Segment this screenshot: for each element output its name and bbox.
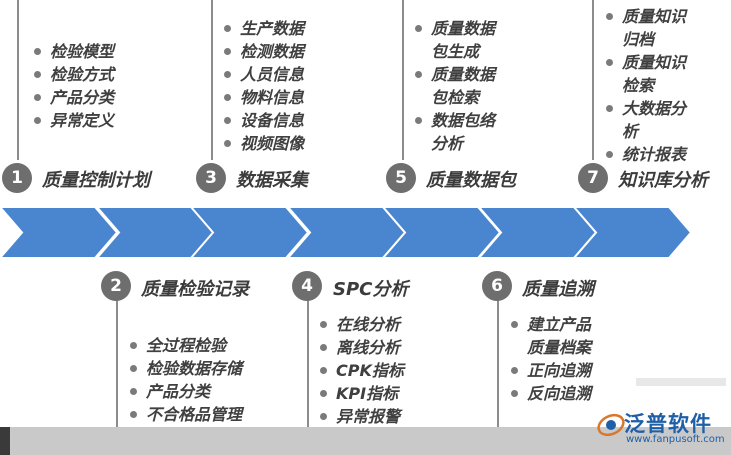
- stage-2-number: 2: [101, 271, 131, 301]
- stage-4-title: SPC分析: [333, 279, 409, 300]
- list-item: 设备信息: [222, 109, 304, 132]
- stage-7-title: 知识库分析: [618, 170, 708, 191]
- stage-3-title: 数据采集: [236, 170, 308, 191]
- faint-watermark: [636, 378, 726, 386]
- connector-line-3: [211, 0, 213, 160]
- brand-logo: 泛普软件 www.fanpusoft.com: [596, 408, 726, 448]
- connector-line-6: [497, 300, 499, 455]
- stage-2-items: 全过程检验 检验数据存储 产品分类 不合格品管理: [128, 334, 242, 426]
- stage-2-title: 质量检验记录: [141, 279, 249, 300]
- list-item: KPI指标: [318, 382, 404, 405]
- list-item: 人员信息: [222, 63, 304, 86]
- list-item: 质量知识归档: [604, 5, 700, 51]
- list-item: 不合格品管理: [128, 403, 242, 426]
- list-item: 物料信息: [222, 86, 304, 109]
- logo-icon: [597, 413, 625, 437]
- list-item: 建立产品质量档案: [509, 313, 605, 359]
- chevron-segment-7: [571, 206, 693, 259]
- stage-1-number: 1: [2, 163, 32, 193]
- logo-name: 泛普软件: [624, 412, 712, 436]
- stage-6-title: 质量追溯: [522, 279, 594, 300]
- stage-1-title: 质量控制计划: [42, 170, 150, 191]
- list-item: 全过程检验: [128, 334, 242, 357]
- stage-7-number: 7: [578, 163, 608, 193]
- list-item: 异常报警: [318, 405, 404, 428]
- list-item: 质量数据包生成: [413, 17, 509, 63]
- list-item: 视频图像: [222, 132, 304, 155]
- list-item: 检验数据存储: [128, 357, 242, 380]
- bottom-bar-mark: [0, 427, 10, 455]
- list-item: 检验方式: [32, 63, 114, 86]
- connector-line-1: [17, 0, 19, 160]
- stage-4-number: 4: [292, 271, 322, 301]
- stage-7-items: 质量知识归档 质量知识检索 大数据分析 统计报表: [604, 5, 700, 166]
- stage-3-items: 生产数据 检测数据 人员信息 物料信息 设备信息 视频图像: [222, 17, 304, 155]
- list-item: 检测数据: [222, 40, 304, 63]
- stage-6-number: 6: [482, 271, 512, 301]
- list-item: 质量数据包检索: [413, 63, 509, 109]
- list-item: 异常定义: [32, 109, 114, 132]
- stage-5-title: 质量数据包: [426, 170, 516, 191]
- connector-line-7: [592, 0, 594, 160]
- list-item: 生产数据: [222, 17, 304, 40]
- chevron-segment-3: [188, 206, 310, 259]
- logo-url: www.fanpusoft.com: [626, 434, 725, 445]
- chevron-segment-1: [0, 206, 119, 259]
- list-item: 反向追溯: [509, 382, 605, 405]
- list-item: 在线分析: [318, 313, 404, 336]
- stage-1-items: 检验模型 检验方式 产品分类 异常定义: [32, 40, 114, 132]
- stage-5-items: 质量数据包生成 质量数据包检索 数据包络分析: [413, 17, 509, 155]
- list-item: 统计报表: [604, 143, 700, 166]
- list-item: 离线分析: [318, 336, 404, 359]
- list-item: 大数据分析: [604, 97, 700, 143]
- stage-6-items: 建立产品质量档案 正向追溯 反向追溯: [509, 313, 605, 405]
- connector-line-4: [307, 300, 309, 455]
- connector-line-2: [116, 300, 118, 455]
- stage-5-number: 5: [386, 163, 416, 193]
- connector-line-5: [402, 0, 404, 160]
- list-item: 正向追溯: [509, 359, 605, 382]
- list-item: 产品分类: [32, 86, 114, 109]
- list-item: CPK指标: [318, 359, 404, 382]
- list-item: 检验模型: [32, 40, 114, 63]
- list-item: 产品分类: [128, 380, 242, 403]
- list-item: 数据包络分析: [413, 109, 509, 155]
- bottom-bar: [0, 427, 731, 455]
- stage-3-number: 3: [196, 163, 226, 193]
- list-item: 质量知识检索: [604, 51, 700, 97]
